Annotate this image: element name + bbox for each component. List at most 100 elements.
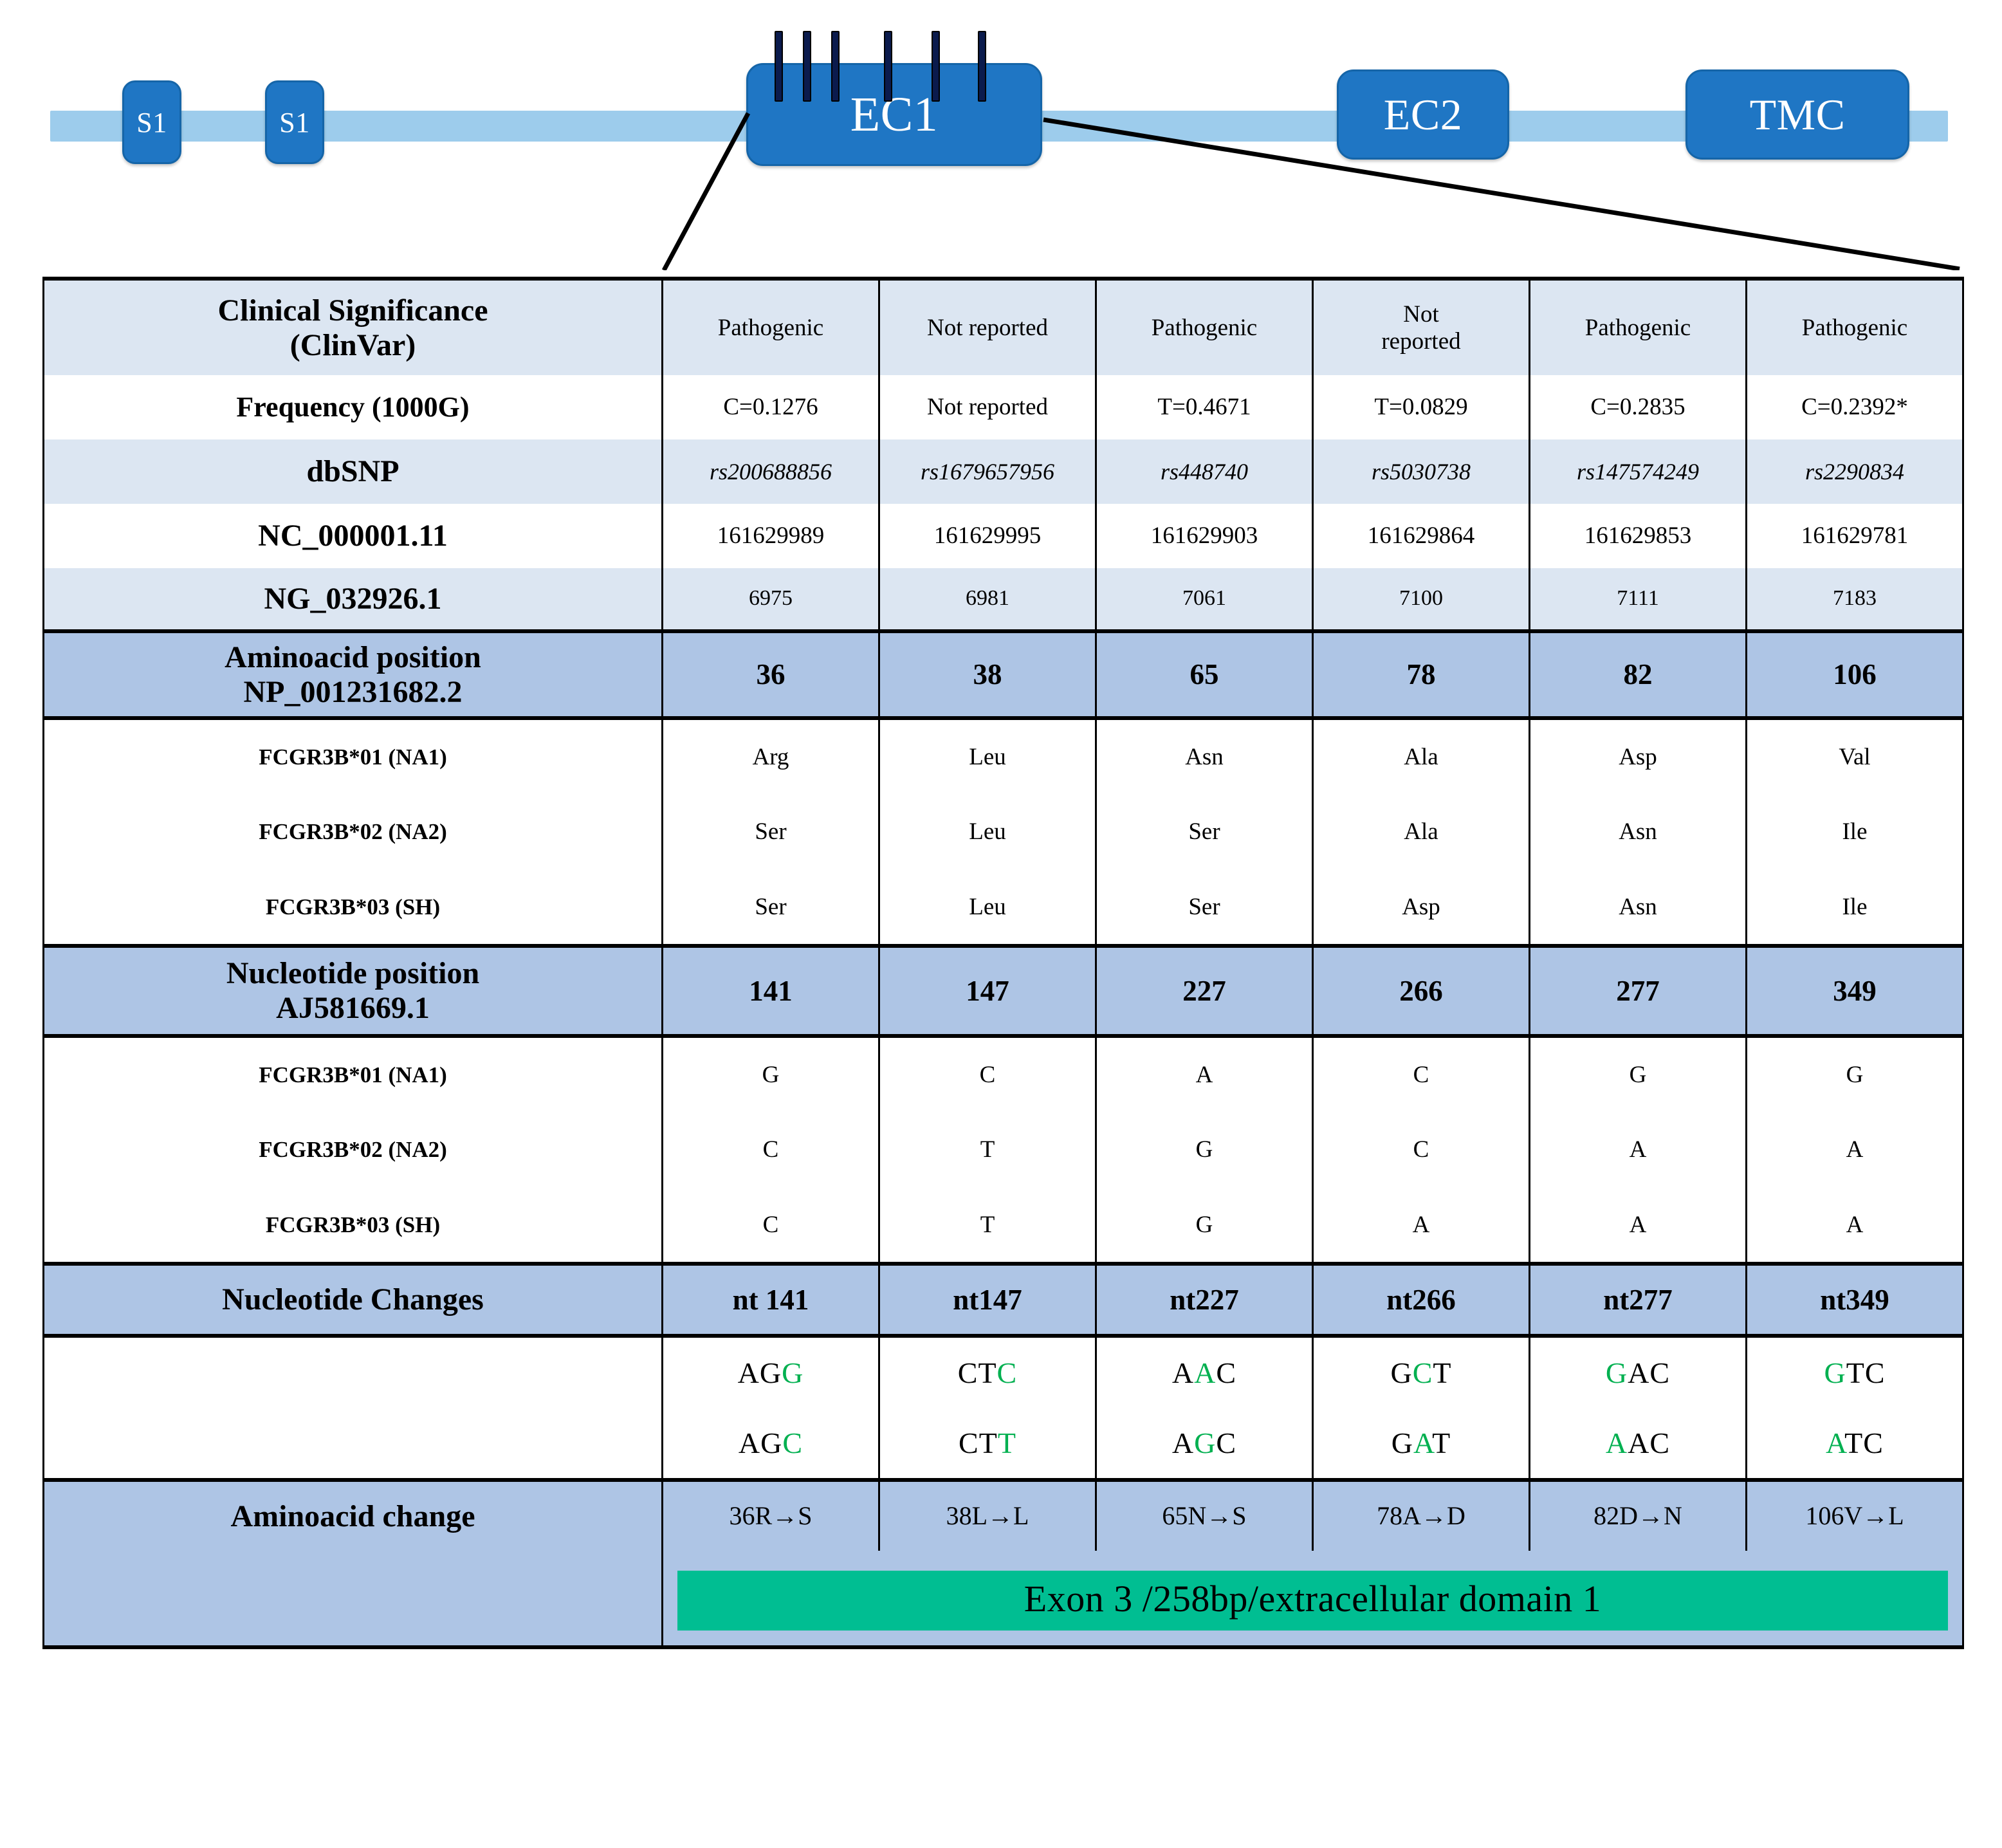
table-row-aminoacid-change: Aminoacid change 36R→S 38L→L 65N→S 78A→D…	[42, 1480, 1964, 1551]
table-cell: rs5030738	[1312, 439, 1530, 504]
table-cell: 106	[1745, 631, 1964, 720]
table-cell: Ser	[1095, 870, 1314, 948]
row-label-line1: Nucleotide position	[226, 956, 480, 991]
table-row-codon-reference: AGG CTC AAC GCT GAC GTC	[42, 1336, 1964, 1408]
row-label-line1: Aminoacid position	[225, 640, 481, 674]
table-cell: 106V→L	[1745, 1480, 1964, 1551]
row-label-fcgr3b-01-na1-nt: FCGR3B*01 (NA1)	[42, 1036, 663, 1112]
table-cell: Val	[1745, 718, 1964, 794]
table-cell: C=0.2835	[1529, 375, 1747, 439]
table-cell: Leu	[878, 794, 1097, 870]
table-cell: nt277	[1529, 1264, 1747, 1338]
domain-box-ec1: EC1	[746, 63, 1042, 166]
table-cell: 38L→L	[878, 1480, 1097, 1551]
table-cell: rs2290834	[1745, 439, 1964, 504]
table-cell: Pathogenic	[661, 277, 880, 375]
row-label-nucleotide-changes: Nucleotide Changes	[42, 1264, 663, 1338]
table-cell: 36	[661, 631, 880, 720]
table-cell: Ser	[661, 870, 880, 948]
row-label-codon-blank-2	[42, 1408, 663, 1482]
table-row-codon-variant: AGC CTT AGC GAT AAC ATC	[42, 1408, 1964, 1482]
table-cell: nt349	[1745, 1264, 1964, 1338]
table-cell: 161629903	[1095, 504, 1314, 568]
table-cell: Asp	[1529, 718, 1747, 794]
row-label-line2: NP_001231682.2	[243, 674, 463, 709]
table-cell: A	[1095, 1036, 1314, 1112]
variant-annotation-table-wrapper: Clinical Significance (ClinVar) Pathogen…	[42, 277, 1964, 1649]
table-row-aa-na1: FCGR3B*01 (NA1) Arg Leu Asn Ala Asp Val	[42, 718, 1964, 794]
table-cell: C	[661, 1112, 880, 1188]
table-cell: Leu	[878, 718, 1097, 794]
table-row-ng-reference: NG_032926.1 6975 6981 7061 7100 7111 718…	[42, 568, 1964, 633]
row-label-ng-reference: NG_032926.1	[42, 568, 663, 633]
table-cell: 38	[878, 631, 1097, 720]
table-cell: C	[1312, 1036, 1530, 1112]
table-cell: C	[878, 1036, 1097, 1112]
codon-cell: AGC	[1095, 1408, 1314, 1482]
row-label-nc-reference: NC_000001.11	[42, 504, 663, 568]
table-cell: A	[1745, 1188, 1964, 1266]
table-cell: 161629853	[1529, 504, 1747, 568]
table-cell: T	[878, 1188, 1097, 1266]
table-cell: 6975	[661, 568, 880, 633]
table-cell: 161629989	[661, 504, 880, 568]
table-cell: rs147574249	[1529, 439, 1747, 504]
table-cell: A	[1745, 1112, 1964, 1188]
domain-label: EC1	[850, 87, 939, 142]
table-cell: 266	[1312, 946, 1530, 1038]
table-cell: 78A→D	[1312, 1480, 1530, 1551]
row-label-frequency: Frequency (1000G)	[42, 375, 663, 439]
table-row-clinical-significance: Clinical Significance (ClinVar) Pathogen…	[42, 277, 1964, 375]
domain-label: S1	[279, 106, 310, 138]
codon-cell: GTC	[1745, 1336, 1964, 1408]
table-cell: 7061	[1095, 568, 1314, 633]
row-label-fcgr3b-02-na2: FCGR3B*02 (NA2)	[42, 794, 663, 870]
table-cell: Pathogenic	[1529, 277, 1747, 375]
variant-tick-icon	[803, 31, 811, 102]
variant-tick-icon	[932, 31, 940, 102]
domain-box-tmc: TMC	[1685, 69, 1909, 160]
table-cell: 161629864	[1312, 504, 1530, 568]
table-cell: Pathogenic	[1745, 277, 1964, 375]
codon-cell: CTT	[878, 1408, 1097, 1482]
table-cell: 161629781	[1745, 504, 1964, 568]
variant-tick-icon	[884, 31, 892, 102]
table-cell: 349	[1745, 946, 1964, 1038]
table-cell: Ile	[1745, 794, 1964, 870]
table-cell: 65N→S	[1095, 1480, 1314, 1551]
table-cell: Asn	[1529, 870, 1747, 948]
codon-cell: AAC	[1529, 1408, 1747, 1482]
row-label-codon-blank	[42, 1336, 663, 1408]
table-cell: nt 141	[661, 1264, 880, 1338]
row-label-line2: (ClinVar)	[289, 328, 416, 362]
table-cell: 82	[1529, 631, 1747, 720]
table-cell: 6981	[878, 568, 1097, 633]
table-row-frequency: Frequency (1000G) C=0.1276 Not reported …	[42, 375, 1964, 439]
domain-box-s1-first: S1	[122, 80, 181, 164]
codon-cell: ATC	[1745, 1408, 1964, 1482]
row-label-aminoacid-change: Aminoacid change	[42, 1480, 663, 1551]
codon-cell: AGC	[661, 1408, 880, 1482]
codon-cell: AGG	[661, 1336, 880, 1408]
domain-box-ec2: EC2	[1337, 69, 1509, 160]
table-cell: T=0.0829	[1312, 375, 1530, 439]
exon-banner-label: Exon 3 /258bp/extracellular domain 1	[677, 1571, 1948, 1631]
table-cell: A	[1529, 1188, 1747, 1266]
domain-box-s1-second: S1	[265, 80, 324, 164]
table-cell: 7100	[1312, 568, 1530, 633]
table-row-nucleotide-position: Nucleotide position AJ581669.1 141 147 2…	[42, 946, 1964, 1038]
table-cell: Leu	[878, 870, 1097, 948]
table-cell: A	[1529, 1112, 1747, 1188]
codon-cell: GCT	[1312, 1336, 1530, 1408]
table-cell: T	[878, 1112, 1097, 1188]
table-cell: nt227	[1095, 1264, 1314, 1338]
table-cell: Ile	[1745, 870, 1964, 948]
table-row-exon-banner: Exon 3 /258bp/extracellular domain 1	[42, 1551, 1964, 1649]
variant-tick-icon	[775, 31, 783, 102]
row-label-dbsnp: dbSNP	[42, 439, 663, 504]
table-row-nt-na2: FCGR3B*02 (NA2) C T G C A A	[42, 1112, 1964, 1188]
row-label-fcgr3b-02-na2-nt: FCGR3B*02 (NA2)	[42, 1112, 663, 1188]
row-label-aminoacid-position: Aminoacid position NP_001231682.2	[42, 631, 663, 720]
domain-label: S1	[136, 106, 167, 138]
